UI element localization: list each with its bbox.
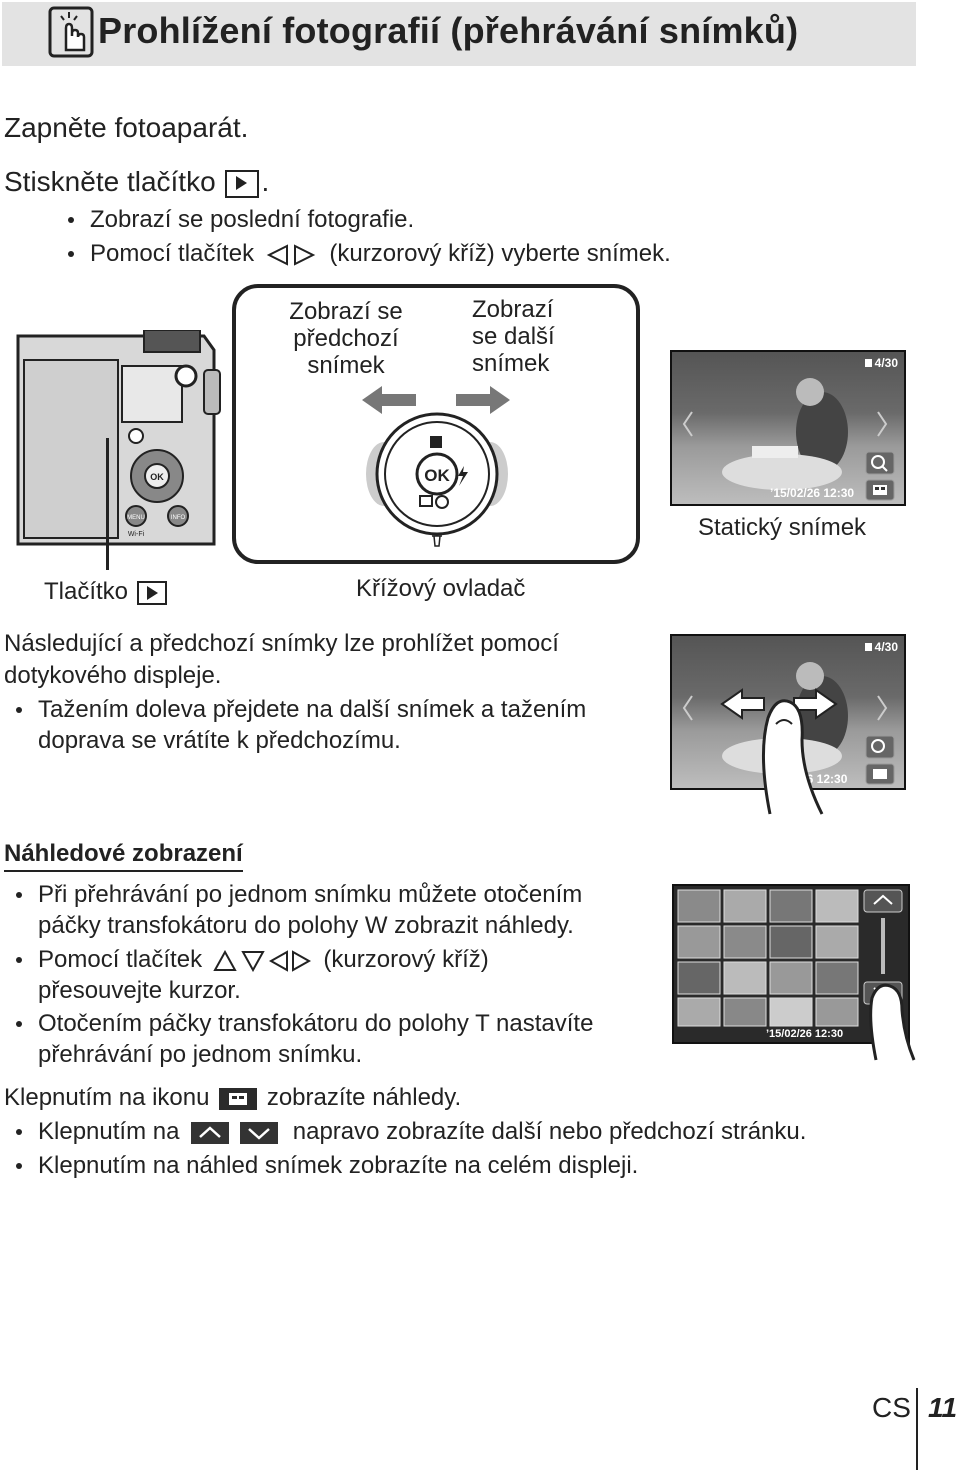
- step-2-prefix: Stiskněte tlačítko: [4, 166, 216, 197]
- svg-text:OK: OK: [150, 472, 164, 482]
- thumb-datetime: ’15/02/26 12:30: [766, 1028, 844, 1040]
- svg-text:MENU: MENU: [127, 515, 145, 521]
- cross-dial-caption: Křížový ovladač: [356, 575, 526, 602]
- page-title: Prohlížení fotografií (přehrávání snímků…: [98, 10, 799, 51]
- photo1-counter: 4/30: [874, 356, 898, 370]
- svg-text:INFO: INFO: [171, 515, 186, 521]
- still-image-photo: 4/30 ’15/02/26 12:30: [670, 350, 906, 506]
- svg-text:OK: OK: [424, 466, 450, 485]
- arrow-left-icon: [362, 386, 416, 414]
- camera-back-illustration: OK MENU INFO Wi-Fi: [16, 330, 221, 546]
- photo-scene: [682, 359, 895, 501]
- index-bullet-3: Otočením páčky transfokátoru do polohy T…: [16, 1010, 593, 1038]
- next-image-label: Zobrazí se další snímek: [472, 296, 555, 377]
- tap-text: Klepnutím na ikonu zobrazíte náhledy.: [4, 1084, 462, 1111]
- playback-button-icon: [136, 580, 167, 605]
- page-divider: [916, 1388, 918, 1470]
- touch-bullet: Tažením doleva přejdete na další snímek …: [16, 696, 586, 724]
- step-bullet-2: Pomocí tlačítek (kurzorový kříž) vyberte…: [68, 240, 671, 268]
- button-pointer-line: [106, 438, 109, 570]
- cross-dial-icon: OK: [366, 412, 508, 547]
- index-bullet-3-line2: přehrávání po jednom snímku.: [38, 1041, 363, 1068]
- index-bullet-2: Pomocí tlačítek (kurzorový kříž): [16, 946, 489, 974]
- index-bullet-1-line2: páčky transfokátoru do polohy W zobrazit…: [38, 912, 574, 939]
- finger-swipe-icon: [762, 699, 824, 815]
- language-code: CS: [872, 1392, 911, 1423]
- photo2-counter: 4/30: [874, 640, 898, 654]
- step-2: Stiskněte tlačítko .: [4, 166, 269, 198]
- still-image-caption: Statický snímek: [698, 514, 867, 541]
- step-1: Zapněte fotoaparát.: [4, 112, 249, 143]
- tap-bullet-1: Klepnutím na napravo zobrazíte další neb…: [16, 1118, 806, 1146]
- index-view-screen: ’15/02/26 12:30: [672, 884, 910, 1044]
- tap-bullet-2: Klepnutím na náhled snímek zobrazíte na …: [16, 1152, 638, 1180]
- photo1-datetime: ’15/02/26 12:30: [770, 486, 855, 500]
- touch-hand-icon: [48, 6, 94, 58]
- touch-text-line2: dotykového displeje.: [4, 662, 222, 689]
- left-right-arrows-icon: [266, 244, 315, 266]
- thumbnail-grid: [677, 889, 903, 1027]
- page-header: [2, 2, 916, 66]
- arrow-right-icon: [456, 386, 510, 414]
- step-bullet-1: Zobrazí se poslední fotografie.: [68, 206, 414, 234]
- finger-tap-icon: [869, 983, 916, 1061]
- photo2-datetime: 26 12:30: [800, 772, 848, 786]
- index-section-title: Náhledové zobrazení: [4, 840, 243, 872]
- touch-text-line1: Následující a předchozí snímky lze prohl…: [4, 630, 559, 657]
- page-up-down-icons: [191, 1121, 279, 1144]
- touch-bullet-line2: doprava se vrátíte k předchozímu.: [38, 727, 401, 754]
- playback-button-icon: [225, 169, 260, 198]
- playback-button-caption: Tlačítko: [44, 578, 169, 606]
- four-way-arrows-icon: [213, 949, 311, 972]
- index-bullet-1: Při přehrávání po jednom snímku můžete o…: [16, 881, 582, 909]
- swipe-photo-scene: [682, 643, 895, 785]
- index-view-icon: [219, 1087, 258, 1110]
- svg-text:Wi-Fi: Wi-Fi: [128, 531, 145, 538]
- index-bullet-2-line2: přesouvejte kurzor.: [38, 977, 241, 1004]
- step-2-suffix: .: [261, 166, 270, 197]
- page-number: 11: [928, 1392, 958, 1423]
- prev-image-label: Zobrazí se předchozí snímek: [289, 298, 403, 379]
